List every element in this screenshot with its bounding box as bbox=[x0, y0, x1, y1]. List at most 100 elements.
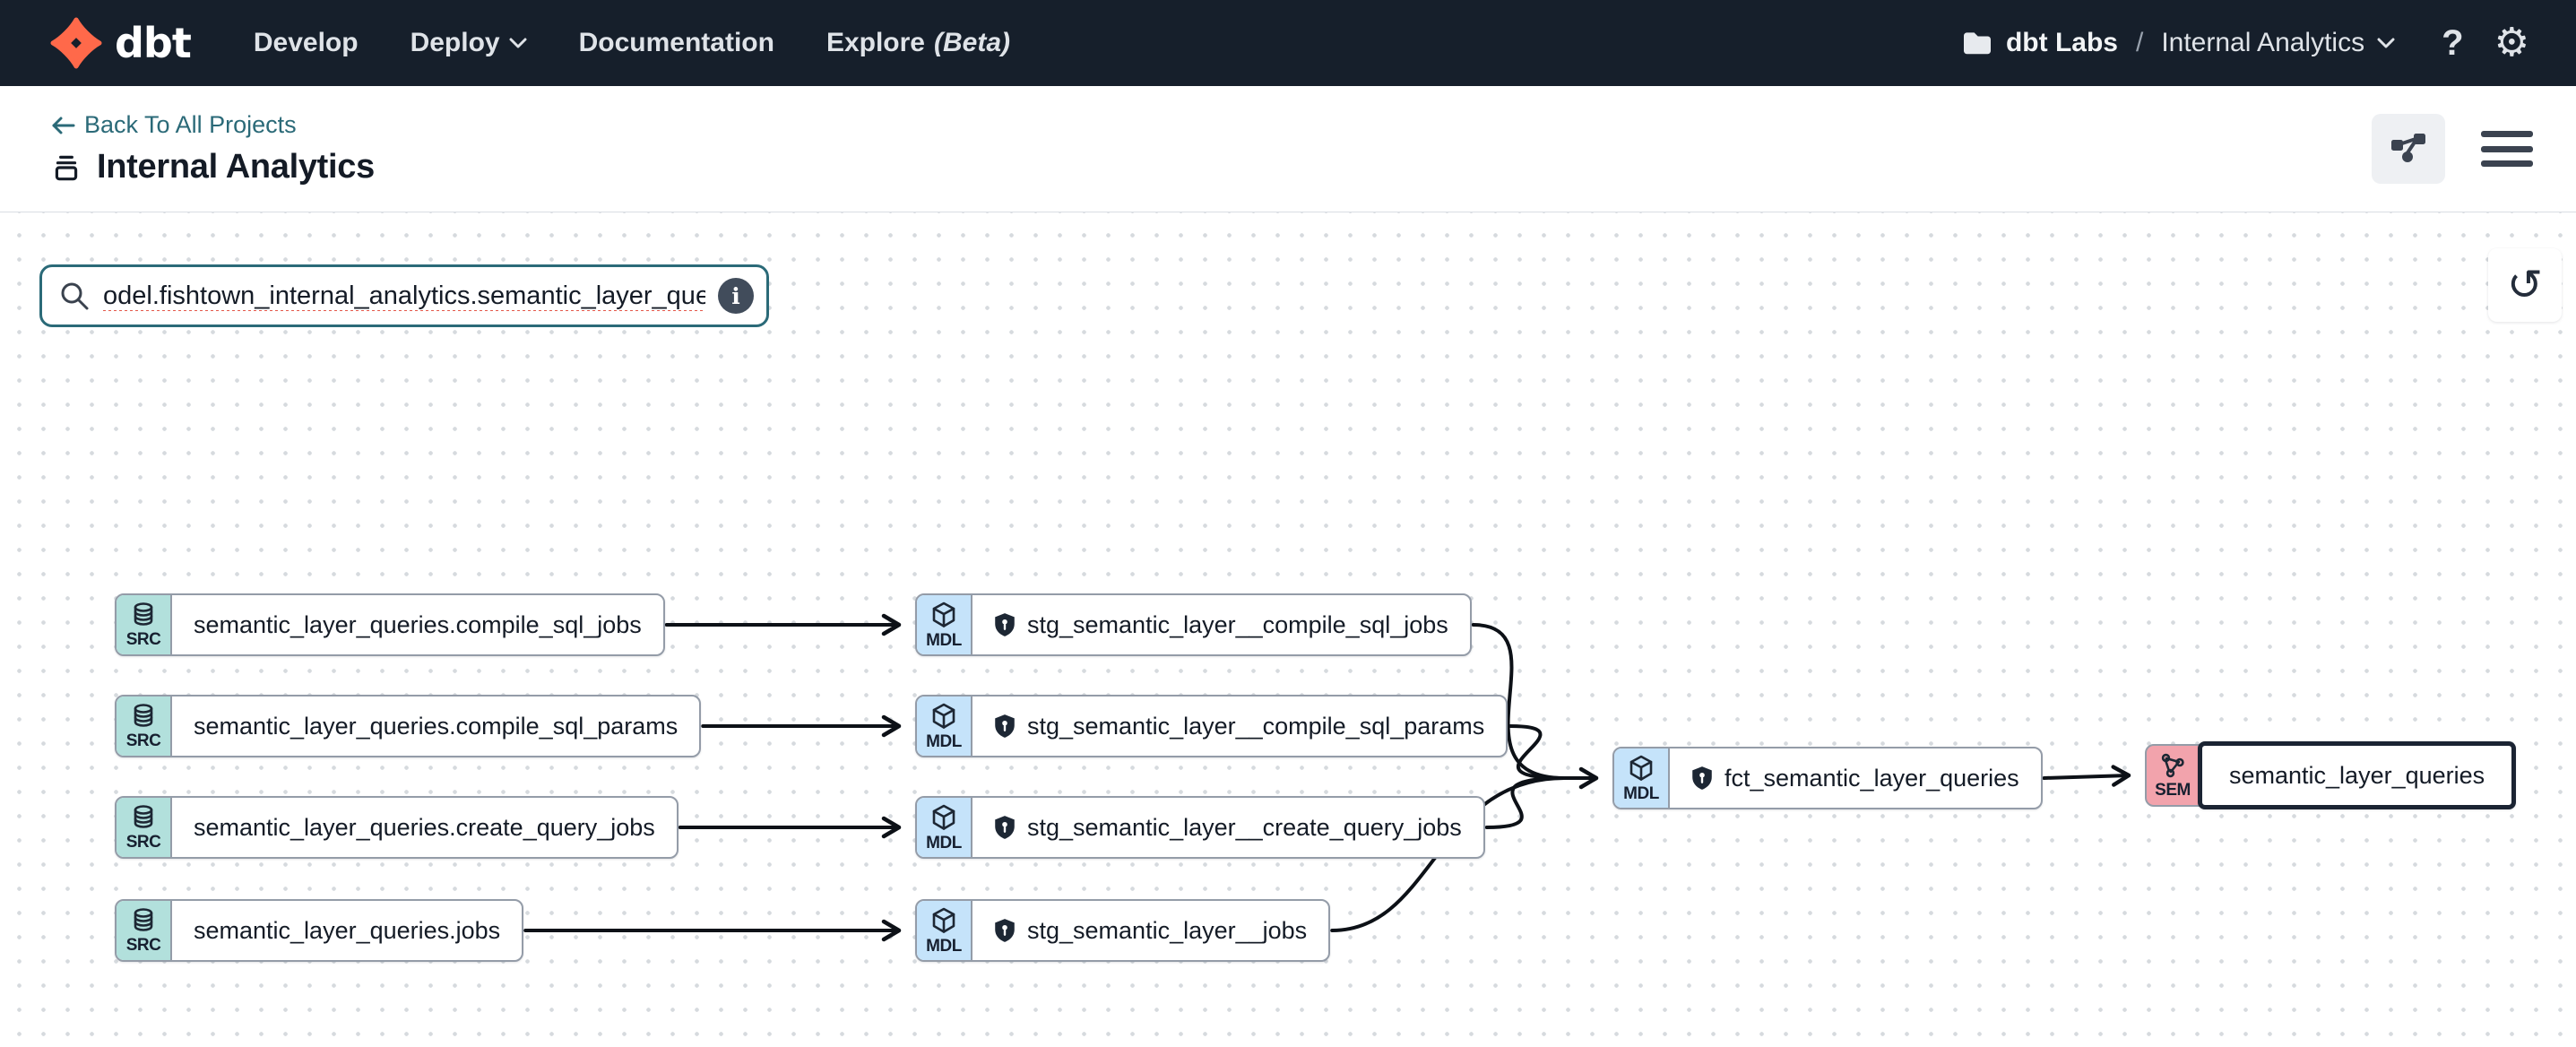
dbt-logo-text: dbt bbox=[115, 19, 192, 67]
shield-icon bbox=[1692, 766, 1712, 790]
graph-node-source[interactable]: SRC semantic_layer_queries.create_query_… bbox=[115, 796, 679, 859]
node-body: semantic_layer_queries.compile_sql_param… bbox=[172, 697, 699, 756]
page-title: Internal Analytics bbox=[97, 148, 375, 186]
node-body: semantic_layer_queries.compile_sql_jobs bbox=[172, 595, 663, 654]
graph-node-model[interactable]: MDL stg_semantic_layer__compile_sql_para… bbox=[915, 695, 1508, 757]
top-nav-bar: dbt Develop Deploy Documentation Explore… bbox=[0, 0, 2576, 86]
node-body: semantic_layer_queries.jobs bbox=[172, 901, 522, 960]
graph-node-model[interactable]: MDL fct_semantic_layer_queries bbox=[1612, 747, 2043, 809]
node-label: fct_semantic_layer_queries bbox=[1725, 764, 2019, 792]
settings-gear-icon[interactable]: ⚙ bbox=[2494, 20, 2529, 65]
database-icon bbox=[134, 703, 153, 727]
cube-icon bbox=[932, 601, 955, 627]
nav-item-deploy[interactable]: Deploy bbox=[411, 28, 527, 58]
title-row: Internal Analytics bbox=[50, 148, 375, 186]
lineage-view-button[interactable] bbox=[2372, 114, 2445, 184]
chevron-down-icon bbox=[509, 38, 527, 48]
node-type-label: SRC bbox=[125, 731, 161, 750]
node-type-label: MDL bbox=[926, 731, 962, 751]
graph-node-model[interactable]: MDL stg_semantic_layer__compile_sql_jobs bbox=[915, 593, 1472, 656]
cube-icon bbox=[932, 907, 955, 933]
graph-node-model[interactable]: MDL stg_semantic_layer__create_query_job… bbox=[915, 796, 1485, 859]
shield-icon bbox=[995, 816, 1015, 839]
node-type-label: SEM bbox=[2155, 780, 2191, 800]
shield-icon bbox=[995, 714, 1015, 738]
node-label: stg_semantic_layer__jobs bbox=[1027, 916, 1308, 944]
hamburger-menu-button[interactable] bbox=[2481, 127, 2533, 170]
node-body: stg_semantic_layer__compile_sql_params bbox=[972, 697, 1506, 756]
account-project-selector[interactable]: dbt Labs / Internal Analytics bbox=[1961, 28, 2395, 58]
node-type-badge: SRC bbox=[117, 595, 172, 654]
node-body: semantic_layer_queries bbox=[2198, 741, 2517, 809]
back-to-projects-link[interactable]: Back To All Projects bbox=[50, 111, 375, 139]
arrow-left-icon bbox=[52, 117, 75, 134]
nav-item-explore-label: Explore bbox=[826, 28, 925, 57]
org-name: dbt Labs bbox=[2005, 28, 2118, 57]
node-type-badge: MDL bbox=[917, 595, 972, 654]
node-label: stg_semantic_layer__compile_sql_jobs bbox=[1027, 610, 1448, 638]
nav-menu: Develop Deploy Documentation Explore (Be… bbox=[254, 28, 1010, 58]
node-type-badge: MDL bbox=[917, 798, 972, 857]
node-type-label: MDL bbox=[926, 630, 962, 650]
node-type-badge: MDL bbox=[917, 697, 972, 756]
reset-view-button[interactable]: ↺ bbox=[2488, 248, 2562, 322]
database-icon bbox=[134, 907, 153, 931]
node-type-label: SRC bbox=[125, 935, 161, 955]
node-type-badge: SEM bbox=[2145, 744, 2200, 807]
node-type-label: SRC bbox=[125, 629, 161, 649]
node-type-label: MDL bbox=[926, 936, 962, 956]
hamburger-bar bbox=[2481, 131, 2533, 137]
node-label: semantic_layer_queries.compile_sql_param… bbox=[194, 712, 679, 740]
node-label: semantic_layer_queries.jobs bbox=[194, 916, 501, 944]
nav-item-deploy-label: Deploy bbox=[410, 28, 500, 57]
project-name-crumb: Internal Analytics bbox=[2161, 28, 2365, 57]
graph-node-semantic-model-selected[interactable]: SEM semantic_layer_queries bbox=[2145, 741, 2517, 809]
node-type-badge: MDL bbox=[1614, 748, 1670, 808]
node-label: stg_semantic_layer__create_query_jobs bbox=[1027, 813, 1462, 841]
cube-icon bbox=[1629, 755, 1653, 781]
project-icon bbox=[55, 155, 78, 180]
search-input-value: odel.fishtown_internal_analytics.semanti… bbox=[103, 281, 705, 310]
node-type-label: SRC bbox=[125, 832, 161, 852]
hamburger-bar bbox=[2481, 160, 2533, 167]
cube-icon bbox=[932, 703, 955, 729]
shield-icon bbox=[995, 919, 1015, 942]
node-type-badge: SRC bbox=[117, 901, 172, 960]
node-body: fct_semantic_layer_queries bbox=[1670, 748, 2041, 808]
back-link-label: Back To All Projects bbox=[84, 111, 297, 138]
node-type-badge: SRC bbox=[117, 798, 172, 857]
nav-right-group: dbt Labs / Internal Analytics ? ⚙ bbox=[1961, 23, 2529, 64]
node-type-label: MDL bbox=[1623, 783, 1659, 803]
graph-node-source[interactable]: SRC semantic_layer_queries.compile_sql_p… bbox=[115, 695, 702, 757]
node-label: semantic_layer_queries bbox=[2229, 761, 2485, 789]
node-type-badge: SRC bbox=[117, 697, 172, 756]
help-icon[interactable]: ? bbox=[2442, 22, 2464, 63]
node-type-badge: MDL bbox=[917, 901, 972, 960]
breadcrumb-separator: / bbox=[2135, 28, 2144, 57]
graph-node-source[interactable]: SRC semantic_layer_queries.compile_sql_j… bbox=[115, 593, 665, 656]
search-icon bbox=[61, 282, 89, 310]
lineage-canvas[interactable]: odel.fishtown_internal_analytics.semanti… bbox=[0, 212, 2576, 1047]
node-label: stg_semantic_layer__compile_sql_params bbox=[1027, 712, 1485, 740]
graph-node-model[interactable]: MDL stg_semantic_layer__jobs bbox=[915, 899, 1331, 962]
node-body: stg_semantic_layer__create_query_jobs bbox=[972, 798, 1483, 857]
node-body: semantic_layer_queries.create_query_jobs bbox=[172, 798, 677, 857]
dbt-logo[interactable]: dbt bbox=[50, 17, 192, 69]
info-icon[interactable]: i bbox=[718, 278, 754, 314]
hamburger-bar bbox=[2481, 145, 2533, 152]
nav-item-documentation[interactable]: Documentation bbox=[578, 28, 774, 57]
database-icon bbox=[134, 804, 153, 828]
node-label: semantic_layer_queries.compile_sql_jobs bbox=[194, 610, 642, 638]
nav-item-develop[interactable]: Develop bbox=[253, 28, 359, 57]
lineage-search-input[interactable]: odel.fishtown_internal_analytics.semanti… bbox=[39, 264, 769, 327]
chevron-down-icon bbox=[2377, 38, 2395, 48]
shield-icon bbox=[995, 613, 1015, 636]
node-type-label: MDL bbox=[926, 833, 962, 852]
folder-icon bbox=[1963, 32, 1991, 55]
page-header: Back To All Projects Internal Analytics bbox=[0, 86, 2576, 212]
dbt-logo-icon bbox=[50, 17, 102, 69]
database-icon bbox=[134, 601, 153, 626]
nav-item-explore-beta: (Beta) bbox=[934, 28, 1011, 57]
graph-node-source[interactable]: SRC semantic_layer_queries.jobs bbox=[115, 899, 524, 962]
nav-item-explore[interactable]: Explore (Beta) bbox=[826, 28, 1010, 58]
